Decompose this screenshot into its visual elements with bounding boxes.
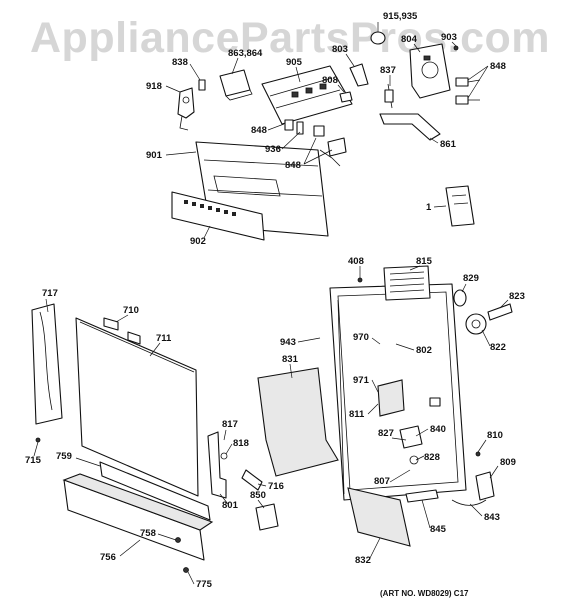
part-715-screw bbox=[35, 437, 41, 443]
part-827-828-840 bbox=[399, 397, 441, 465]
callout-717: 717 bbox=[42, 288, 58, 299]
callout-943: 943 bbox=[280, 337, 296, 348]
callout-408: 408 bbox=[348, 256, 364, 267]
callout-716: 716 bbox=[268, 481, 284, 492]
callout-809: 809 bbox=[500, 457, 516, 468]
part-905-board bbox=[261, 65, 353, 125]
callout-labels: 838 863,864 905 915,935 803 804 903 918 … bbox=[25, 11, 525, 590]
part-918-bracket bbox=[177, 87, 195, 131]
callout-710: 710 bbox=[123, 305, 139, 316]
callout-848-center: 848 bbox=[285, 160, 301, 171]
callout-971: 971 bbox=[353, 375, 370, 386]
callout-801: 801 bbox=[222, 500, 239, 511]
callout-822: 822 bbox=[490, 342, 506, 353]
callout-901: 901 bbox=[146, 150, 163, 161]
callout-840: 840 bbox=[430, 424, 446, 435]
part-804-timer bbox=[409, 43, 451, 99]
callout-818: 818 bbox=[233, 438, 249, 449]
callout-815: 815 bbox=[416, 256, 433, 267]
callout-905: 905 bbox=[286, 57, 303, 68]
part-717-side-panel bbox=[31, 303, 63, 425]
part-837 bbox=[384, 83, 394, 109]
callout-827: 827 bbox=[378, 428, 394, 439]
callout-808: 808 bbox=[322, 75, 338, 86]
part-803 bbox=[349, 63, 369, 87]
part-711-door-panel bbox=[75, 317, 199, 497]
callout-863-864: 863,864 bbox=[228, 48, 263, 59]
art-number: (ART NO. WD8029) C17 bbox=[380, 589, 469, 598]
callout-756: 756 bbox=[100, 552, 116, 563]
callout-715: 715 bbox=[25, 455, 42, 466]
callout-936: 936 bbox=[265, 144, 281, 155]
part-850 bbox=[255, 503, 279, 531]
part-815-dispenser bbox=[383, 265, 431, 301]
callout-711: 711 bbox=[156, 333, 172, 344]
callout-803: 803 bbox=[332, 44, 348, 55]
callout-823: 823 bbox=[509, 291, 525, 302]
callout-802: 802 bbox=[416, 345, 432, 356]
callout-775: 775 bbox=[196, 579, 213, 590]
callout-810: 810 bbox=[487, 430, 503, 441]
part-831-insulation bbox=[257, 367, 339, 477]
part-915-935-knob bbox=[370, 31, 386, 45]
part-758-screw bbox=[175, 537, 181, 543]
callout-828: 828 bbox=[424, 452, 440, 463]
part-775-screw bbox=[183, 567, 189, 573]
part-759-trim bbox=[99, 461, 211, 521]
part-756-toe-kick bbox=[62, 473, 214, 561]
callout-838: 838 bbox=[172, 57, 188, 68]
part-848-936-center bbox=[284, 119, 347, 167]
part-716 bbox=[241, 469, 263, 491]
callout-903: 903 bbox=[441, 32, 457, 43]
callout-850: 850 bbox=[250, 490, 266, 501]
part-1-literature bbox=[445, 185, 475, 227]
watermark-text: AppliancePartsPros.com bbox=[30, 14, 550, 62]
callout-970: 970 bbox=[353, 332, 369, 343]
callout-837: 837 bbox=[380, 65, 396, 76]
callout-829: 829 bbox=[463, 273, 479, 284]
callout-861: 861 bbox=[440, 139, 457, 150]
part-808 bbox=[339, 91, 353, 103]
callout-759: 759 bbox=[56, 451, 72, 462]
callout-918: 918 bbox=[146, 81, 162, 92]
part-823 bbox=[487, 303, 513, 321]
callout-1: 1 bbox=[426, 202, 432, 213]
part-838 bbox=[198, 79, 206, 91]
part-829 bbox=[453, 289, 467, 307]
part-810-screw bbox=[475, 451, 481, 457]
callout-848-right: 848 bbox=[490, 61, 506, 72]
part-845 bbox=[405, 489, 439, 503]
callout-843: 843 bbox=[484, 512, 500, 523]
part-832-insulation bbox=[347, 487, 411, 547]
callout-804: 804 bbox=[401, 34, 418, 45]
part-408-screw bbox=[357, 277, 363, 283]
part-903-screw bbox=[453, 45, 459, 51]
callout-845: 845 bbox=[430, 524, 447, 535]
callout-902: 902 bbox=[190, 236, 206, 247]
part-822-gear bbox=[465, 313, 487, 335]
part-801-hinge bbox=[207, 431, 228, 499]
callout-758: 758 bbox=[140, 528, 156, 539]
part-710-bracket bbox=[103, 317, 141, 345]
part-843-gasket bbox=[451, 499, 487, 506]
callout-915-935: 915,935 bbox=[383, 11, 418, 22]
callout-811: 811 bbox=[349, 409, 365, 420]
part-902-nameplate bbox=[171, 191, 265, 241]
callout-807: 807 bbox=[374, 476, 390, 487]
part-861-latch bbox=[379, 113, 441, 141]
callout-817: 817 bbox=[222, 419, 238, 430]
callout-831: 831 bbox=[282, 354, 299, 365]
part-811-module bbox=[377, 379, 405, 417]
callout-832: 832 bbox=[355, 555, 371, 566]
part-863-864 bbox=[219, 69, 253, 101]
callout-848-left: 848 bbox=[251, 125, 267, 136]
leader-lines bbox=[33, 22, 509, 585]
part-848-connectors-right bbox=[455, 77, 481, 105]
part-809-latch bbox=[475, 471, 495, 501]
